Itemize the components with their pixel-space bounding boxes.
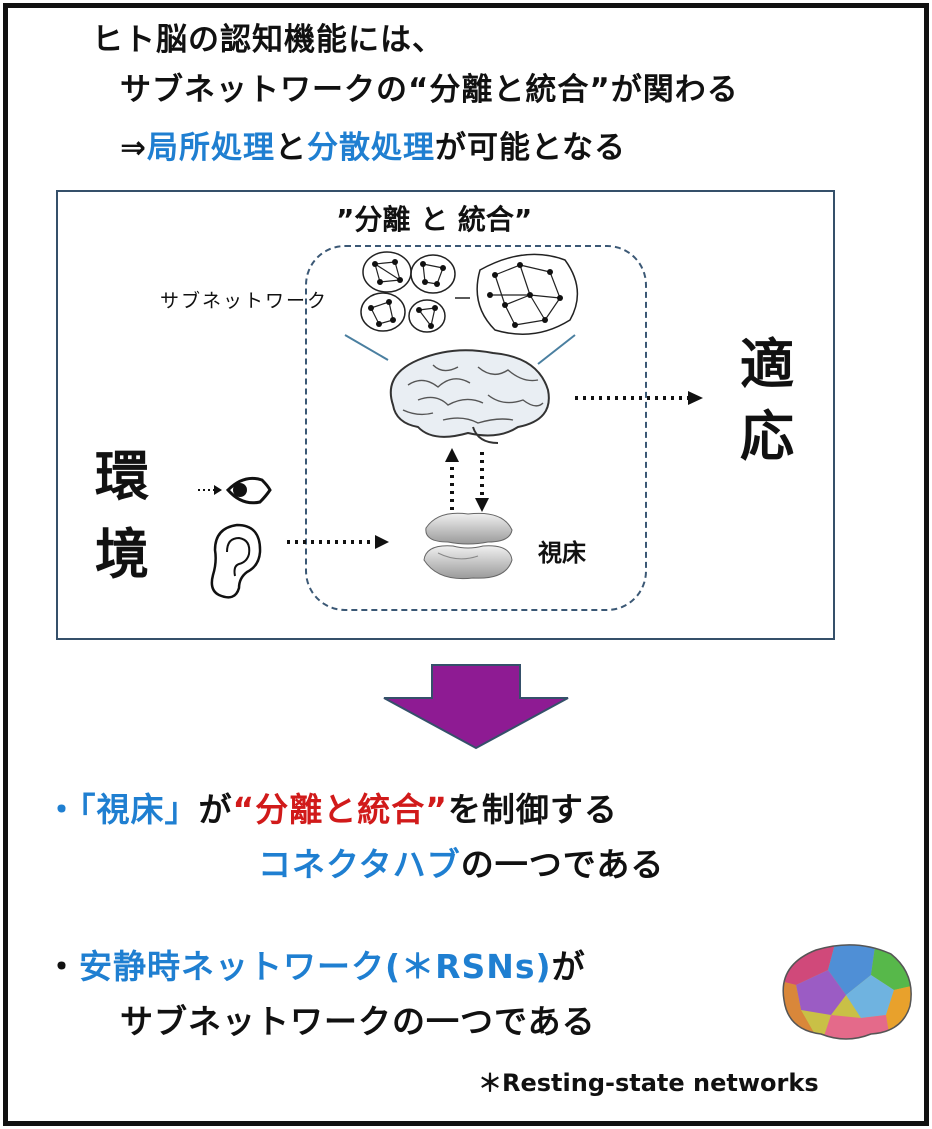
- header-line-2: サブネットワークの“分離と統合”が関わる: [120, 72, 739, 108]
- and-text: と: [274, 130, 307, 166]
- possible-text: が可能となる: [434, 130, 627, 166]
- ga-text: が: [198, 790, 233, 829]
- diagram-title: ”分離 と 統合”: [336, 203, 533, 236]
- brain-to-adaptation-arrow: [575, 391, 703, 405]
- control-text: を制御する: [447, 790, 618, 829]
- brain-icon: [389, 349, 550, 444]
- adaptation-char-2: 応: [740, 405, 794, 468]
- brain-thalamus-arrows: [445, 448, 489, 512]
- ga-text: が: [551, 947, 586, 986]
- outer-frame: [3, 3, 929, 1126]
- header-line-3: ⇒局所処理と分散処理が可能となる: [120, 122, 626, 167]
- eye-icon: [198, 476, 272, 505]
- header-line-1: ヒト脳の認知機能には、: [92, 22, 444, 58]
- arrow-symbol: ⇒: [120, 130, 147, 166]
- distributed-processing-term: 分散処理: [306, 130, 435, 166]
- diagram-box: [56, 190, 835, 640]
- thalamus-quote-term: 「視床」: [79, 790, 199, 829]
- connector-hub-term: コネクタハブ: [258, 845, 461, 884]
- bullet-dot: ・: [45, 790, 79, 829]
- integration-dashed-box: [305, 245, 647, 611]
- bullet-1-line-1: ・「視床」が“分離と統合”を制御する: [45, 783, 618, 831]
- environment-char-1: 環: [95, 445, 149, 508]
- subnetwork-label: サブネットワーク: [160, 290, 329, 312]
- big-down-arrow-icon: [383, 664, 569, 750]
- one-of-text: の一つである: [460, 845, 665, 884]
- subnetwork-graph-icon: [360, 251, 579, 335]
- bullet-2-line-2: サブネットワークの一つである: [120, 1002, 596, 1041]
- environment-char-2: 境: [95, 523, 149, 586]
- thalamus-icon: [423, 512, 513, 580]
- thalamus-label: 視床: [538, 539, 586, 567]
- ear-to-thalamus-arrow: [287, 535, 389, 549]
- bullet-dot: ・: [45, 947, 79, 986]
- segregation-integration-term: “分離と統合”: [232, 790, 448, 829]
- adaptation-char-1: 適: [740, 333, 794, 396]
- connector-lines: [344, 334, 576, 365]
- bullet-2-line-1: ・安静時ネットワーク(＊RSNs)が: [45, 940, 586, 988]
- ear-icon: [210, 523, 262, 599]
- local-processing-term: 局所処理: [146, 130, 275, 166]
- rsn-term: 安静時ネットワーク(＊RSNs): [79, 947, 552, 986]
- footnote: ＊Resting-state networks: [478, 1069, 819, 1097]
- rsn-brain-map-icon: [782, 944, 912, 1040]
- bullet-1-line-2: コネクタハブの一つである: [258, 838, 664, 886]
